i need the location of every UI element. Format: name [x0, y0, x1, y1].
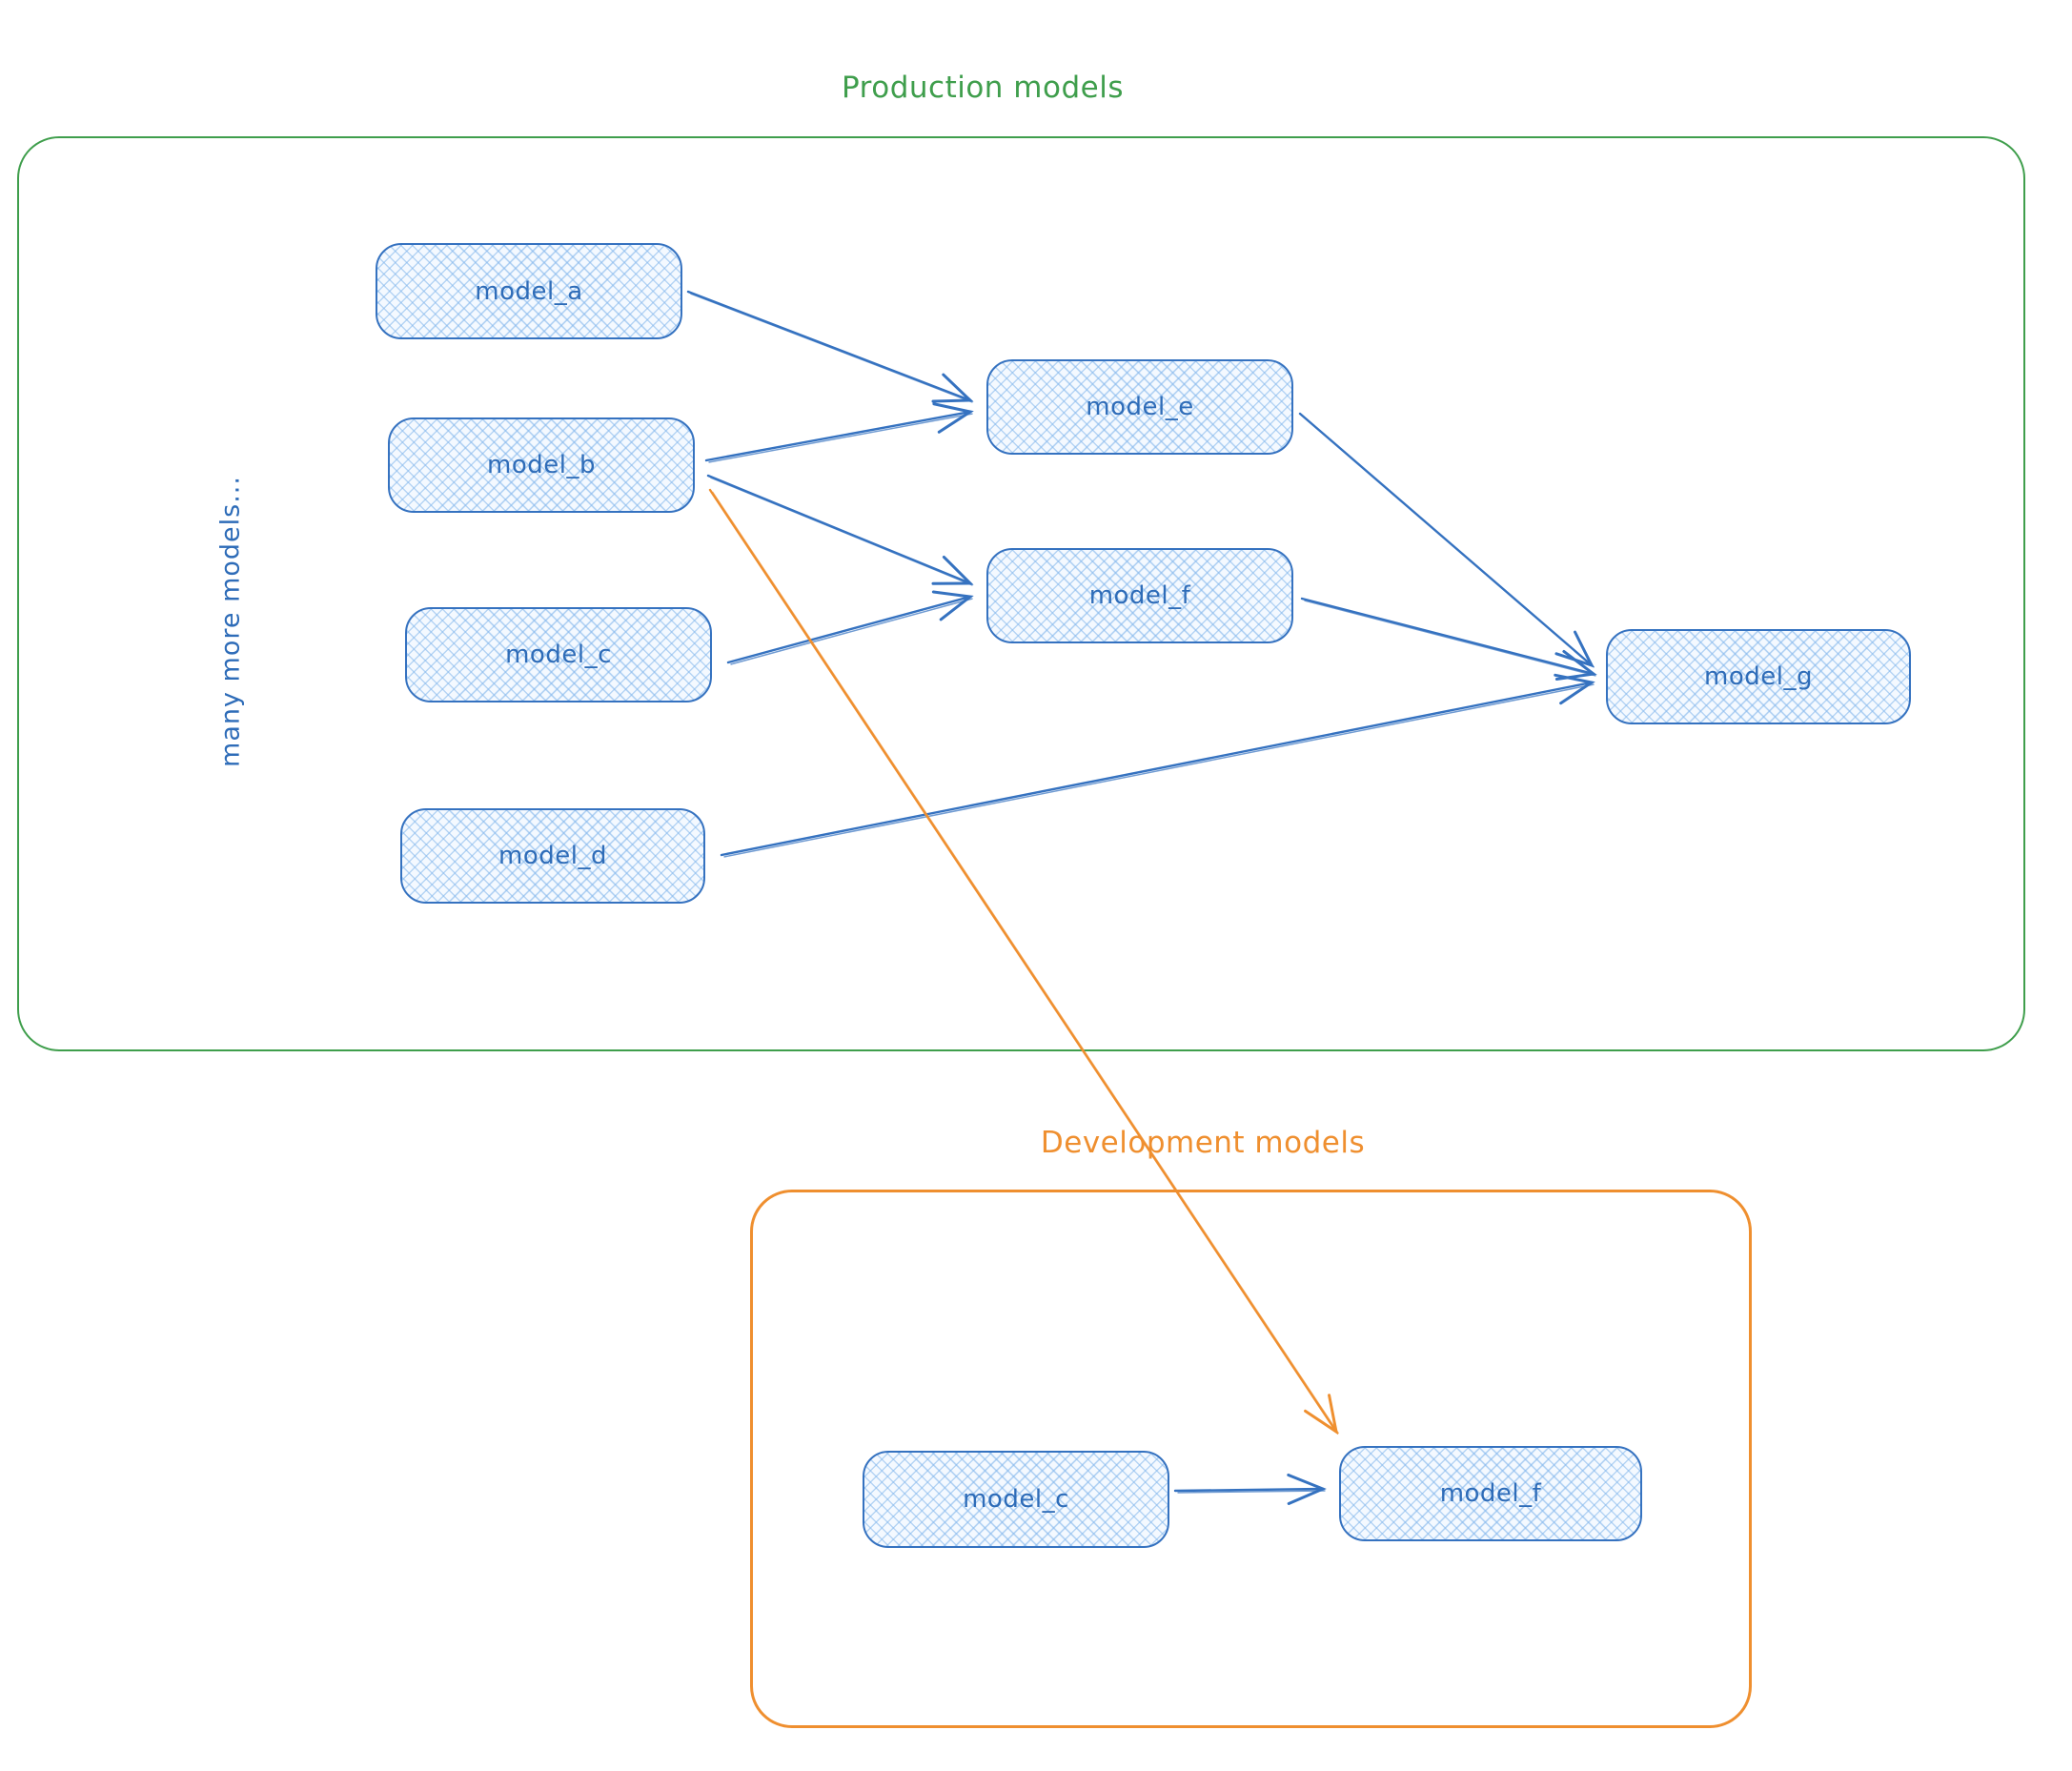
model-node-model_g[interactable]: model_g — [1606, 629, 1911, 724]
model-node-label: model_d — [498, 842, 607, 870]
model-node-label: model_f — [1439, 1479, 1542, 1508]
model-node-label: model_f — [1088, 581, 1191, 610]
model-node-model_d[interactable]: model_d — [400, 808, 705, 904]
development-label: Development models — [1040, 1126, 1366, 1160]
model-node-label: model_c — [505, 641, 612, 669]
model-node-label: model_b — [487, 451, 596, 479]
model-node-dev_model_c[interactable]: model_c — [863, 1451, 1169, 1548]
model-node-dev_model_f[interactable]: model_f — [1339, 1446, 1642, 1541]
model-node-label: model_c — [963, 1485, 1069, 1514]
model-node-label: model_g — [1704, 662, 1813, 691]
model-node-label: model_e — [1086, 393, 1194, 421]
model-node-model_e[interactable]: model_e — [986, 359, 1293, 455]
model-node-model_b[interactable]: model_b — [388, 417, 695, 513]
model-node-model_a[interactable]: model_a — [376, 243, 682, 339]
many-more-models-note: many more models... — [215, 476, 246, 767]
model-node-model_c[interactable]: model_c — [405, 607, 712, 702]
model-node-label: model_a — [475, 276, 583, 306]
model-node-model_f[interactable]: model_f — [986, 548, 1293, 643]
production-label: Production models — [842, 71, 1124, 105]
